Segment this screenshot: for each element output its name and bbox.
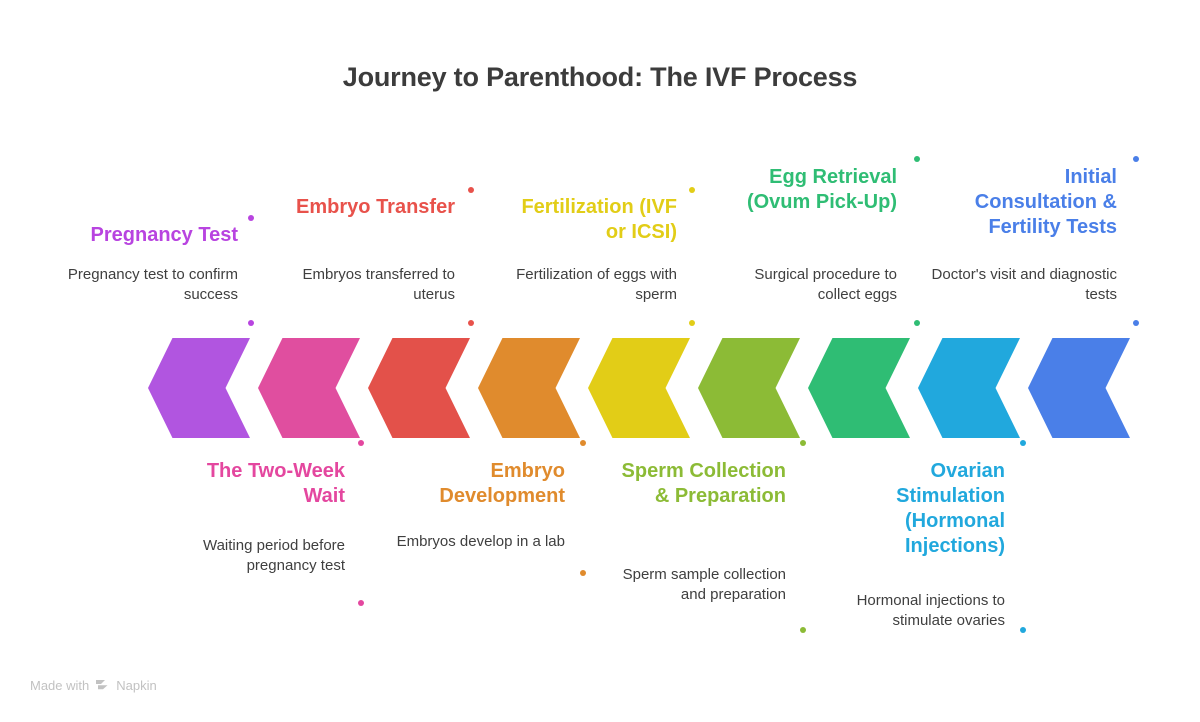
- connector-dot-initial-consultation-top: [1133, 156, 1139, 162]
- connector-dot-pregnancy-test-top: [248, 215, 254, 221]
- stage-label-egg-retrieval: Egg Retrieval (Ovum Pick-Up): [746, 166, 897, 213]
- footer-brand: Napkin: [116, 678, 157, 693]
- chevron-stage-4: [698, 338, 800, 438]
- chevron-stage-3: [808, 338, 910, 438]
- connector-dot-fertilization-top: [689, 187, 695, 193]
- stage-desc-pregnancy-test: Pregnancy test to confirm success: [67, 266, 238, 303]
- footer-watermark: Made with Napkin: [30, 678, 157, 693]
- connector-dot-pregnancy-test-bottom: [248, 320, 254, 326]
- stage-desc-initial-consultation: Doctor's visit and diagnostic tests: [931, 266, 1117, 303]
- stage-label-ovarian-stimulation: Ovarian Stimulation (Hormonal Injections…: [896, 460, 1005, 557]
- connector-dot-embryo-development-top: [580, 440, 586, 446]
- connector-dot-embryo-development-bottom: [580, 570, 586, 576]
- napkin-chevrons-icon: [95, 679, 110, 692]
- chevron-stage-7: [368, 338, 470, 438]
- stage-desc-ovarian-stimulation: Hormonal injections to stimulate ovaries: [856, 592, 1005, 629]
- stage-label-pregnancy-test: Pregnancy Test: [90, 224, 238, 246]
- connector-dot-embryo-transfer-top: [468, 187, 474, 193]
- stage-label-sperm-collection: Sperm Collection & Preparation: [621, 460, 786, 507]
- stage-label-two-week-wait: The Two-Week Wait: [206, 460, 345, 507]
- stage-desc-two-week-wait: Waiting period before pregnancy test: [202, 537, 345, 574]
- chevron-stage-2: [918, 338, 1020, 438]
- stage-desc-fertilization: Fertilization of eggs with sperm: [516, 266, 677, 303]
- stage-desc-sperm-collection: Sperm sample collection and preparation: [622, 566, 786, 603]
- stage-label-embryo-development: Embryo Development: [439, 460, 565, 507]
- stage-label-embryo-transfer: Embryo Transfer: [296, 196, 455, 218]
- chevron-stage-9: [148, 338, 250, 438]
- chevron-stage-5: [588, 338, 690, 438]
- connector-dot-egg-retrieval-top: [914, 156, 920, 162]
- process-chevron-band: [0, 338, 1200, 438]
- footer-prefix: Made with: [30, 678, 90, 693]
- connector-dot-embryo-transfer-bottom: [468, 320, 474, 326]
- connector-dot-egg-retrieval-bottom: [914, 320, 920, 326]
- stage-desc-egg-retrieval: Surgical procedure to collect eggs: [754, 266, 897, 303]
- stage-label-initial-consultation: Initial Consultation & Fertility Tests: [974, 166, 1117, 238]
- chevron-stage-8: [258, 338, 360, 438]
- chevron-stage-6: [478, 338, 580, 438]
- page-title: Journey to Parenthood: The IVF Process: [342, 62, 858, 92]
- connector-dot-sperm-collection-top: [800, 440, 806, 446]
- stage-desc-embryo-transfer: Embryos transferred to uterus: [302, 266, 455, 303]
- chevron-stage-1: [1028, 338, 1130, 438]
- stage-label-fertilization: Fertilization (IVF or ICSI): [521, 196, 677, 243]
- connector-dot-fertilization-bottom: [689, 320, 695, 326]
- connector-dot-sperm-collection-bottom: [800, 627, 806, 633]
- connector-dot-two-week-wait-top: [358, 440, 364, 446]
- connector-dot-initial-consultation-bottom: [1133, 320, 1139, 326]
- connector-dot-two-week-wait-bottom: [358, 600, 364, 606]
- stage-desc-embryo-development: Embryos develop in a lab: [396, 533, 565, 550]
- connector-dot-ovarian-stimulation-top: [1020, 440, 1026, 446]
- connector-dot-ovarian-stimulation-bottom: [1020, 627, 1026, 633]
